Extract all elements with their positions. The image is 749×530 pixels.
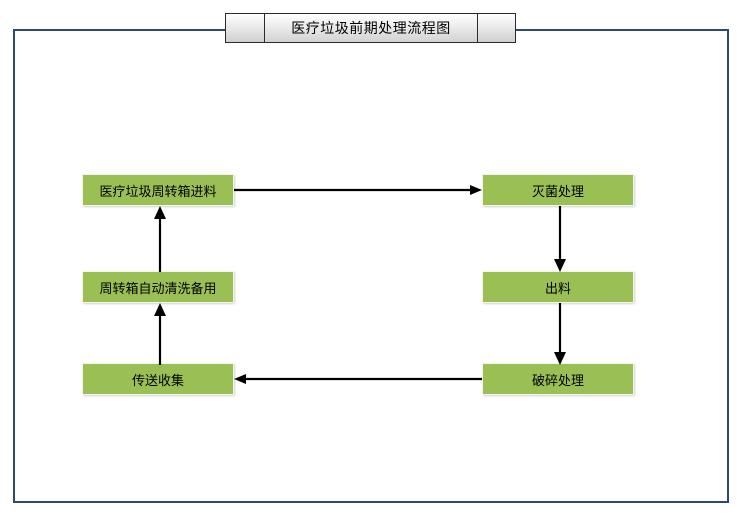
title-banner: 医疗垃圾前期处理流程图 bbox=[225, 13, 516, 43]
diagram-frame bbox=[13, 29, 729, 503]
banner-left-tab bbox=[225, 13, 265, 43]
title-plate: 医疗垃圾前期处理流程图 bbox=[265, 13, 477, 43]
node-conveying-collection[interactable]: 传送收集 bbox=[82, 363, 234, 395]
node-label: 传送收集 bbox=[131, 373, 184, 389]
arrow-wash-to-feed bbox=[150, 206, 170, 272]
node-label: 出料 bbox=[544, 281, 571, 297]
node-bin-auto-wash-standby[interactable]: 周转箱自动清洗备用 bbox=[82, 271, 234, 303]
node-label: 破碎处理 bbox=[531, 373, 584, 389]
node-label: 医疗垃圾周转箱进料 bbox=[99, 184, 217, 200]
node-crushing-treatment[interactable]: 破碎处理 bbox=[482, 363, 634, 395]
arrow-sterilize-to-discharge bbox=[550, 206, 570, 272]
node-label: 周转箱自动清洗备用 bbox=[99, 281, 217, 297]
arrow-crush-to-collect bbox=[234, 369, 484, 389]
node-discharge[interactable]: 出料 bbox=[482, 271, 634, 303]
node-label: 灭菌处理 bbox=[531, 184, 584, 200]
node-sterilization-treatment[interactable]: 灭菌处理 bbox=[482, 174, 634, 206]
arrow-collect-to-wash bbox=[150, 303, 170, 365]
arrow-discharge-to-crush bbox=[550, 303, 570, 365]
arrow-feed-to-sterilize bbox=[234, 180, 484, 200]
diagram-title: 医疗垃圾前期处理流程图 bbox=[291, 21, 451, 37]
banner-right-tab bbox=[477, 13, 516, 43]
node-medical-waste-bin-feed[interactable]: 医疗垃圾周转箱进料 bbox=[82, 174, 234, 206]
